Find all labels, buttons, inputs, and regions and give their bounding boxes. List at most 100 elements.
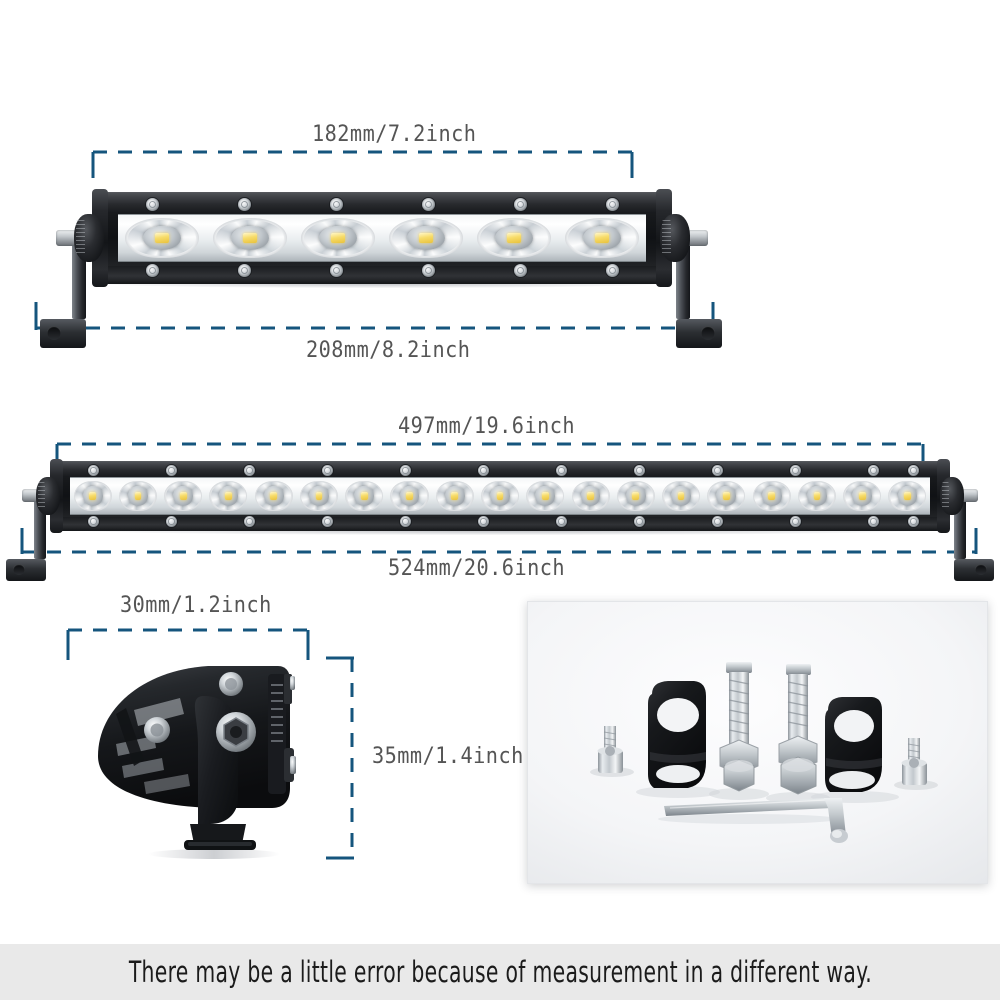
- long-bar-right-knuckle: [940, 477, 964, 515]
- short-bar-length-label: 182mm/7.2inch: [312, 122, 477, 147]
- black-l-bracket-right: [811, 697, 899, 803]
- housing-screw: [146, 264, 159, 277]
- led-module: [523, 478, 568, 514]
- led-module: [658, 478, 703, 514]
- bolt-with-nut-2: [766, 664, 830, 804]
- led-module: [115, 478, 160, 514]
- housing-screw: [790, 516, 801, 527]
- profile-depth-label: 30mm/1.2inch: [120, 593, 272, 618]
- housing-screw: [322, 516, 333, 527]
- led-module: [206, 215, 294, 261]
- led-module: [749, 478, 794, 514]
- housing-screw: [790, 465, 801, 476]
- profile-side-bolt: [290, 756, 296, 774]
- housing-screw: [244, 516, 255, 527]
- black-l-bracket-left: [636, 681, 720, 798]
- housing-screw: [606, 198, 619, 211]
- profile-foot: [190, 824, 246, 844]
- housing-screw: [514, 198, 527, 211]
- housing-screw: [330, 264, 343, 277]
- led-module: [70, 478, 115, 514]
- housing-screw: [88, 516, 99, 527]
- housing-screw: [400, 465, 411, 476]
- hex-socket-screw-right: [894, 738, 938, 790]
- housing-screw: [422, 198, 435, 211]
- short-bar-left-bolt: [56, 230, 78, 246]
- allen-wrench: [658, 798, 848, 843]
- led-module: [477, 478, 522, 514]
- bolt-with-nut-1: [709, 662, 769, 800]
- hardware-kit-photo: [527, 601, 988, 884]
- led-module: [296, 478, 341, 514]
- housing-screw: [556, 465, 567, 476]
- housing-screw: [556, 516, 567, 527]
- housing-screw: [868, 465, 879, 476]
- housing-screw: [712, 516, 723, 527]
- short-light-bar: [39, 189, 723, 348]
- led-module: [342, 478, 387, 514]
- housing-screw: [478, 465, 489, 476]
- profile-shadow: [148, 849, 280, 859]
- housing-screw: [634, 465, 645, 476]
- measurement-disclaimer: There may be a little error because of m…: [128, 955, 872, 989]
- housing-screw: [908, 465, 919, 476]
- housing-screw: [146, 198, 159, 211]
- housing-screw: [166, 516, 177, 527]
- led-module: [613, 478, 658, 514]
- long-bar-total-label: 524mm/20.6inch: [388, 556, 566, 581]
- housing-screw: [868, 516, 879, 527]
- housing-screw: [88, 465, 99, 476]
- housing-screw: [238, 264, 251, 277]
- profile-height-label: 35mm/1.4inch: [372, 744, 524, 769]
- housing-screw: [606, 264, 619, 277]
- led-module: [118, 215, 206, 261]
- led-module: [470, 215, 558, 261]
- long-bar-housing: [50, 458, 950, 534]
- led-module: [794, 478, 839, 514]
- hex-socket-screw-left: [590, 726, 634, 777]
- housing-screw: [908, 516, 919, 527]
- light-bar-side-profile: [92, 648, 330, 860]
- housing-screw: [634, 516, 645, 527]
- led-module: [885, 478, 930, 514]
- long-light-bar: [6, 458, 994, 581]
- short-bar-total-label: 208mm/8.2inch: [306, 338, 471, 363]
- led-module: [704, 478, 749, 514]
- led-module: [206, 478, 251, 514]
- led-module: [161, 478, 206, 514]
- short-bar-total-dimension-line: [34, 302, 715, 330]
- housing-screw: [400, 516, 411, 527]
- short-bar-right-bracket: [676, 236, 723, 348]
- long-bar-lens: [70, 477, 930, 515]
- led-module: [251, 478, 296, 514]
- housing-screw: [422, 264, 435, 277]
- profile-side-bolt-top: [290, 676, 295, 690]
- housing-screw: [330, 198, 343, 211]
- led-module: [568, 478, 613, 514]
- short-bar-length-dimension-line: [91, 150, 634, 178]
- housing-screw: [244, 465, 255, 476]
- profile-heatsink-body: [98, 666, 290, 808]
- housing-screw: [712, 465, 723, 476]
- led-module: [840, 478, 885, 514]
- long-bar-left-knuckle: [36, 477, 60, 515]
- housing-screw: [166, 465, 177, 476]
- led-module: [294, 215, 382, 261]
- footer-bar: There may be a little error because of m…: [0, 944, 1000, 1000]
- housing-screw: [514, 264, 527, 277]
- long-bar-left-bolt: [22, 489, 40, 502]
- short-bar-left-knuckle: [74, 214, 104, 262]
- short-bar-lens: [118, 214, 646, 262]
- short-bar-housing: [92, 189, 672, 287]
- long-bar-length-label: 497mm/19.6inch: [398, 414, 576, 439]
- led-module: [558, 215, 646, 261]
- short-bar-right-knuckle: [660, 214, 690, 262]
- housing-screw: [238, 198, 251, 211]
- led-module: [387, 478, 432, 514]
- short-bar-right-bolt: [686, 230, 708, 246]
- led-module: [382, 215, 470, 261]
- housing-screw: [322, 465, 333, 476]
- led-module: [432, 478, 477, 514]
- long-bar-right-bolt: [960, 489, 978, 502]
